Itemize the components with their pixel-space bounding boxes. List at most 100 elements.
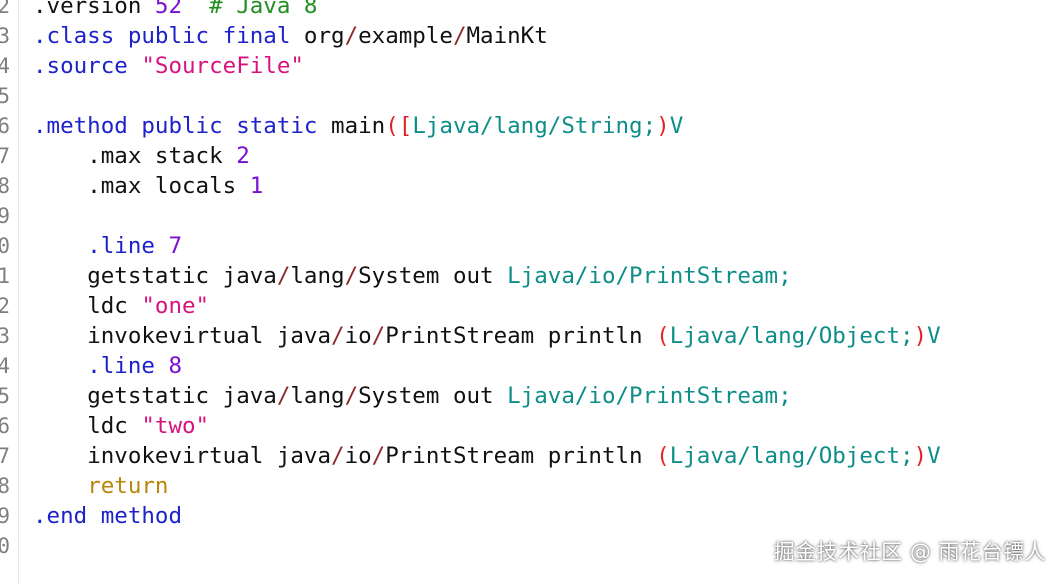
code-text: .class public final org/example/MainKt [33, 21, 548, 51]
code-token: PrintStream println [385, 443, 657, 469]
code-token: getstatic java [87, 263, 277, 289]
code-token: MainKt [466, 23, 548, 49]
code-token: ( [385, 113, 399, 139]
line-number: 0 [0, 234, 10, 258]
code-token: Ljava/lang/Object; [669, 443, 914, 469]
code-token: .max stack [87, 143, 237, 169]
code-text: invokevirtual java/io/PrintStream printl… [33, 321, 941, 351]
code-token: .line [87, 233, 169, 259]
code-token: / [452, 23, 467, 49]
code-line[interactable]: 1 getstatic java/lang/System out Ljava/i… [0, 261, 1064, 291]
line-number: 9 [0, 504, 10, 528]
code-token: / [276, 383, 291, 409]
line-number: 4 [0, 354, 10, 378]
indent [33, 353, 87, 379]
code-token: io [344, 443, 372, 469]
code-token: lang [290, 263, 345, 289]
code-line[interactable]: 9.end method [0, 501, 1064, 531]
watermark: 掘金技术社区 @ 雨花台镖人 [773, 540, 1046, 564]
code-line[interactable]: 4 .line 8 [0, 351, 1064, 381]
code-line[interactable]: 3 invokevirtual java/io/PrintStream prin… [0, 321, 1064, 351]
code-token: 7 [168, 233, 183, 259]
code-text: .max stack 2 [33, 141, 250, 171]
code-line[interactable]: 2 .version 52 # Java 8 [0, 0, 1064, 21]
indent [33, 413, 87, 439]
indent [33, 383, 87, 409]
code-line[interactable]: 8 return [0, 471, 1064, 501]
code-token: .version [33, 0, 155, 19]
code-line[interactable]: 3.class public final org/example/MainKt [0, 21, 1064, 51]
code-token: .class public final [33, 23, 291, 49]
code-line[interactable]: 8 .max locals 1 [0, 171, 1064, 201]
code-token: ( [656, 443, 670, 469]
code-line[interactable]: 5 getstatic java/lang/System out Ljava/i… [0, 381, 1064, 411]
code-token: Ljava/io/PrintStream; [507, 263, 792, 289]
code-text: getstatic java/lang/System out Ljava/io/… [33, 381, 792, 411]
code-line[interactable]: 7 .max stack 2 [0, 141, 1064, 171]
code-token: # Java 8 [182, 0, 318, 19]
code-token: / [344, 23, 359, 49]
code-line[interactable]: 6 .method public static main([Ljava/lang/… [0, 111, 1064, 141]
code-line[interactable]: 6 ldc "two" [0, 411, 1064, 441]
code-text: .source "SourceFile" [33, 51, 304, 81]
code-line[interactable]: 0 [0, 531, 1064, 561]
code-line[interactable]: 4 .source "SourceFile" [0, 51, 1064, 81]
code-line[interactable]: 2 ldc "one" [0, 291, 1064, 321]
code-token: .max locals [87, 173, 250, 199]
code-text: .method public static main([Ljava/lang/S… [33, 111, 683, 141]
code-token: "SourceFile" [141, 53, 304, 79]
code-token: / [371, 323, 386, 349]
indent [33, 263, 87, 289]
code-token: V [669, 113, 684, 139]
code-token: System out [358, 383, 508, 409]
line-number: 4 [0, 54, 10, 78]
line-number: 8 [0, 474, 10, 498]
line-number: 7 [0, 144, 10, 168]
code-text: .version 52 # Java 8 [33, 0, 317, 21]
code-token: / [331, 443, 345, 469]
code-text: .line 8 [33, 351, 182, 381]
code-token: Ljava/io/PrintStream; [507, 383, 792, 409]
code-token: / [276, 263, 291, 289]
indent [33, 323, 87, 349]
code-token: 8 [168, 353, 183, 379]
code-token: V [927, 323, 941, 349]
line-number: 9 [0, 204, 10, 228]
code-text: invokevirtual java/io/PrintStream printl… [33, 441, 940, 471]
code-line[interactable]: 7 invokevirtual java/io/PrintStream prin… [0, 441, 1064, 471]
line-number: 5 [0, 84, 10, 108]
code-token: ) [656, 113, 670, 139]
code-line[interactable]: 0 .line 7 [0, 231, 1064, 261]
code-text: return [33, 471, 168, 501]
code-token: ) [913, 443, 928, 469]
line-number: 2 [0, 0, 10, 18]
code-token: lang [290, 383, 345, 409]
code-text: ldc "two" [33, 411, 209, 441]
code-token: Ljava/lang/Object; [669, 323, 914, 349]
line-number: 0 [0, 534, 10, 558]
line-number: 7 [0, 444, 10, 468]
code-token: 1 [249, 173, 264, 199]
code-token: / [344, 383, 359, 409]
code-token: .source [33, 53, 142, 79]
code-text: .max locals 1 [33, 171, 263, 201]
line-number: 1 [0, 264, 10, 288]
code-token: .method public static [33, 113, 318, 139]
code-line[interactable]: 5 [0, 81, 1064, 111]
code-text: getstatic java/lang/System out Ljava/io/… [33, 261, 792, 291]
code-text: .line 7 [33, 231, 182, 261]
code-token: io [344, 323, 372, 349]
code-line[interactable]: 9 [0, 201, 1064, 231]
code-token: ) [913, 323, 928, 349]
indent [33, 173, 87, 199]
code-token: Ljava/lang/String; [412, 113, 657, 139]
code-token: / [331, 323, 345, 349]
indent [33, 293, 87, 319]
code-token: ldc [87, 413, 142, 439]
code-token: 52 [154, 0, 183, 19]
line-number: 6 [0, 114, 10, 138]
code-token: invokevirtual java [87, 323, 332, 349]
line-number: 5 [0, 384, 10, 408]
code-token: PrintStream println [385, 323, 657, 349]
